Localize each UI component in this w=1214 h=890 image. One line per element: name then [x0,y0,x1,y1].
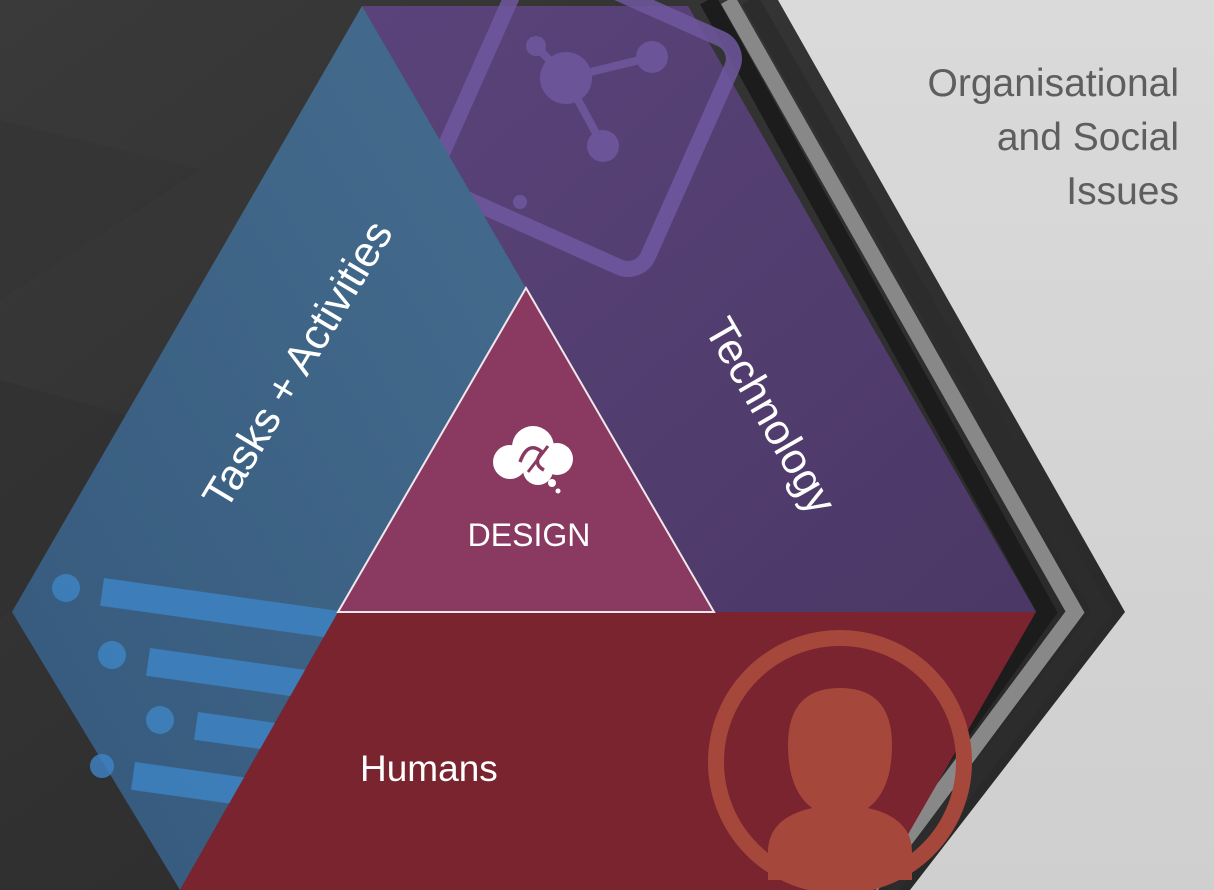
technology-segment [362,6,1036,612]
organisational-social-issues-line-3: Issues [1066,170,1179,213]
organisational-social-issues-line-2: and Social [997,116,1179,159]
humans-label: Humans [360,748,498,789]
organisational-social-issues-line-1: Organisational [928,62,1179,105]
background-facet [0,120,200,300]
tablet-network-icon [428,0,742,277]
user-profile-icon [708,630,972,890]
design-label: DESIGN [468,517,591,553]
context-panel [778,0,1214,890]
tasks-segment [12,6,526,890]
thought-cloud-icon [493,426,573,494]
chevron-stripe [721,0,1085,890]
